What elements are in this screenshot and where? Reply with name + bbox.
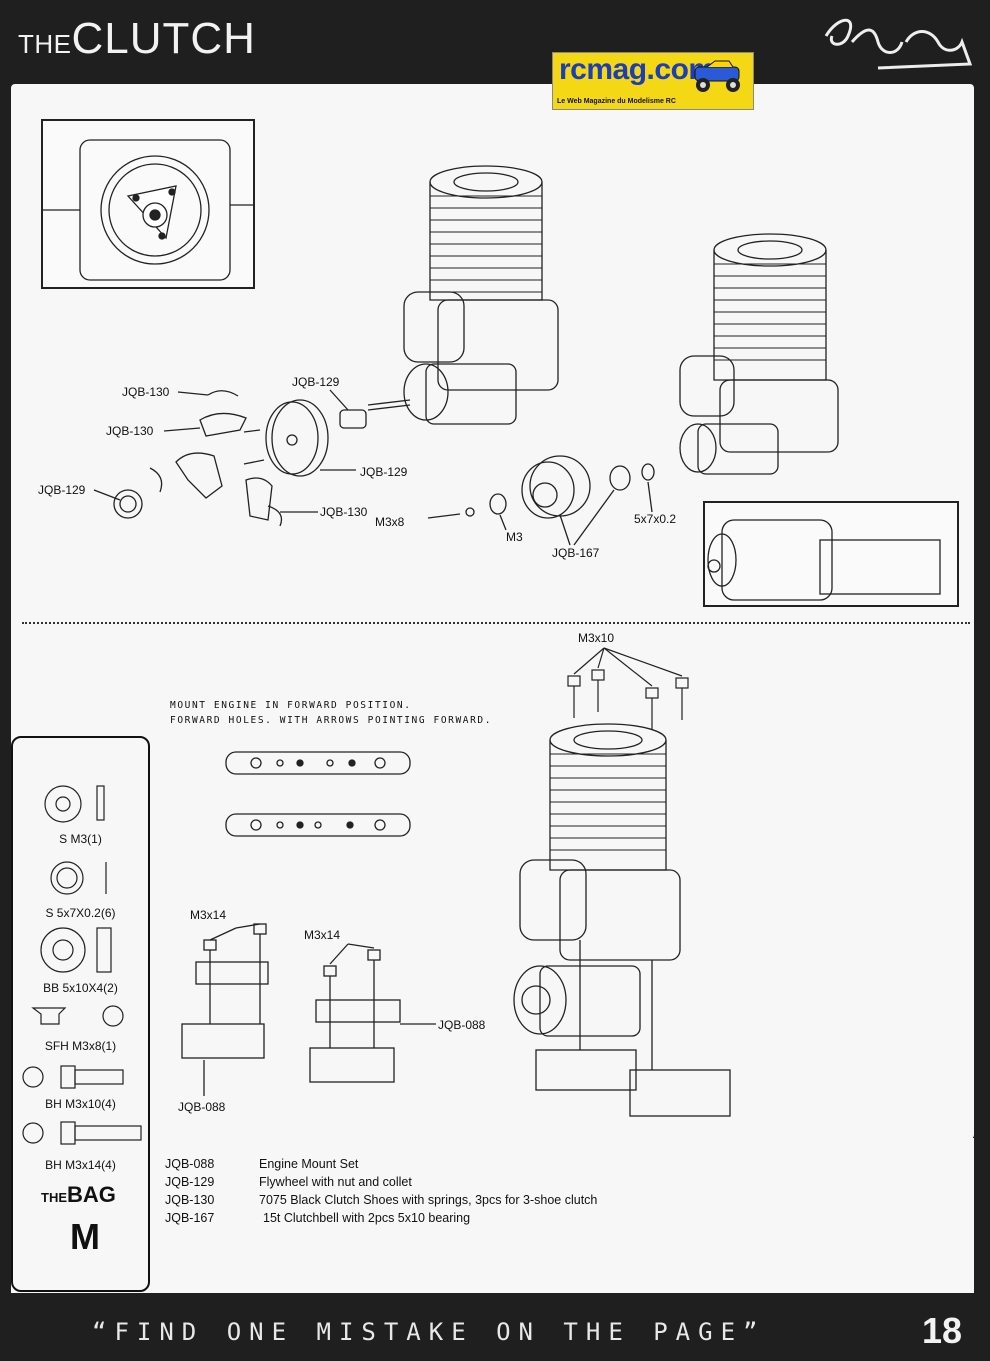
label-m3x14-left: M3x14 xyxy=(190,908,227,922)
part-desc: 15t Clutchbell with 2pcs 5x10 bearing xyxy=(263,1211,471,1225)
page-number: 18 xyxy=(922,1310,963,1351)
bag-title: THEBAG xyxy=(41,1182,116,1208)
part-code: JQB-167 xyxy=(165,1211,215,1225)
bag-title-small: THE xyxy=(41,1190,67,1205)
label-m3: M3 xyxy=(506,530,523,544)
label-jqb-129-flywheel: JQB-129 xyxy=(360,465,408,479)
bag-item-bb-5x10: BB 5x10X4(2) xyxy=(43,981,118,995)
note-line-1: MOUNT ENGINE IN FORWARD POSITION. xyxy=(170,700,412,711)
page-title: THECLUTCH xyxy=(18,14,256,64)
part-desc: Engine Mount Set xyxy=(259,1157,359,1171)
label-m3x10: M3x10 xyxy=(578,631,615,645)
bag-item-s-m3: S M3(1) xyxy=(59,832,102,846)
bag-letter: M xyxy=(70,1216,100,1257)
rc-car-icon xyxy=(694,60,740,92)
bag-item-sfh-m3x8: SFH M3x8(1) xyxy=(44,1039,117,1053)
bag-item-bh-m3x10: BH M3x10(4) xyxy=(45,1097,116,1111)
main-panel xyxy=(11,84,974,1139)
label-jqb-129-nut: JQB-129 xyxy=(38,483,86,497)
bag-title-big: BAG xyxy=(67,1182,116,1207)
part-desc: 7075 Black Clutch Shoes with springs, 3p… xyxy=(259,1193,598,1207)
brand-logo xyxy=(824,18,973,70)
rcmag-title: rcmag.com xyxy=(559,53,715,86)
part-code: JQB-130 xyxy=(165,1193,215,1207)
part-code: JQB-088 xyxy=(165,1157,215,1171)
mount-instruction-note: MOUNT ENGINE IN FORWARD POSITION. FORWAR… xyxy=(170,698,492,728)
label-m3x8: M3x8 xyxy=(375,515,405,529)
section-divider xyxy=(22,622,970,624)
footer-quote: “FIND ONE MISTAKE ON THE PAGE” xyxy=(92,1318,766,1346)
label-jqb-129-collet: JQB-129 xyxy=(292,375,340,389)
label-jqb-167: JQB-167 xyxy=(552,546,600,560)
title-prefix: THE xyxy=(18,29,72,59)
label-jqb-130-shoe: JQB-130 xyxy=(106,424,154,438)
part-desc: Flywheel with nut and collet xyxy=(259,1175,412,1189)
title-main: CLUTCH xyxy=(71,14,256,63)
label-5x7x0-2: 5x7x0.2 xyxy=(634,512,677,526)
part-code: JQB-129 xyxy=(165,1175,215,1189)
label-jqb-130-spring: JQB-130 xyxy=(122,385,170,399)
label-jqb-088-left: JQB-088 xyxy=(178,1100,226,1114)
note-line-2: FORWARD HOLES. WITH ARROWS POINTING FORW… xyxy=(170,715,493,726)
label-jqb-130-lower: JQB-130 xyxy=(320,505,368,519)
bag-hardware-icons xyxy=(22,785,142,1145)
bag-item-bh-m3x14: BH M3x14(4) xyxy=(45,1158,116,1172)
bag-item-s-5x7: S 5x7X0.2(6) xyxy=(45,906,116,920)
rcmag-tagline: Le Web Magazine du Modelisme RC xyxy=(553,94,753,109)
label-m3x14-middle: M3x14 xyxy=(304,928,341,942)
parts-panel xyxy=(11,1138,974,1293)
bag-panel: S M3(1) S 5x7X0.2(6) BB 5x10X4(2) SFH M3… xyxy=(11,736,150,1292)
label-jqb-088-right: JQB-088 xyxy=(438,1018,486,1032)
rcmag-badge[interactable]: rcmag.com Le Web Magazine du Modelisme R… xyxy=(552,52,754,110)
